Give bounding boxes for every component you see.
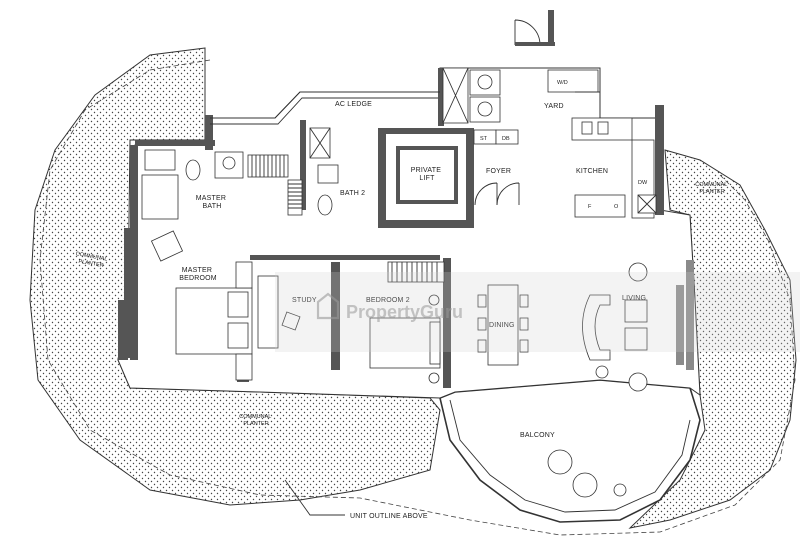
label-fridge: F [588,204,592,210]
label-bath2: BATH 2 [340,190,365,197]
label-ac-ledge: AC LEDGE [335,101,372,108]
label-communal-planter-left: COMMUNAL PLANTER [74,251,109,270]
wardrobe-hatch-2 [387,261,445,283]
armchair-master [150,230,184,262]
bedroom2-bed [369,317,441,369]
label-communal-planter-right: COMMUNAL PLANTER [695,182,728,195]
label-study: STUDY [292,297,317,304]
watermark-text: PropertyGuru [346,302,463,322]
label-communal-planter-bottom: COMMUNAL PLANTER [239,414,272,427]
label-private-lift: PRIVATE LIFT [411,167,443,182]
label-oven: O [614,204,619,210]
unit-outline-dashed [39,59,796,536]
label-bedroom2: BEDROOM 2 [366,297,410,304]
label-yard: YARD [544,103,564,110]
watermark: PropertyGuru [275,272,800,352]
wardrobe-hatch-1 [247,154,303,216]
dining-table [477,284,529,366]
label-balcony: BALCONY [520,432,555,439]
label-unit-outline: UNIT OUTLINE ABOVE [350,513,428,520]
label-st: ST [480,136,488,142]
label-db: DB [502,136,510,142]
label-foyer: FOYER [486,168,511,175]
watermark-logo-icon [316,292,340,320]
living-sofa [582,262,648,392]
label-kitchen: KITCHEN [576,168,608,175]
label-living: LIVING [622,295,646,302]
label-master-bedroom: MASTER BEDROOM [179,267,217,282]
label-master-bath: MASTER BATH [196,195,229,210]
label-dw: DW [638,180,648,186]
label-dining: DINING [489,322,515,329]
label-wd: W/D [557,80,568,86]
